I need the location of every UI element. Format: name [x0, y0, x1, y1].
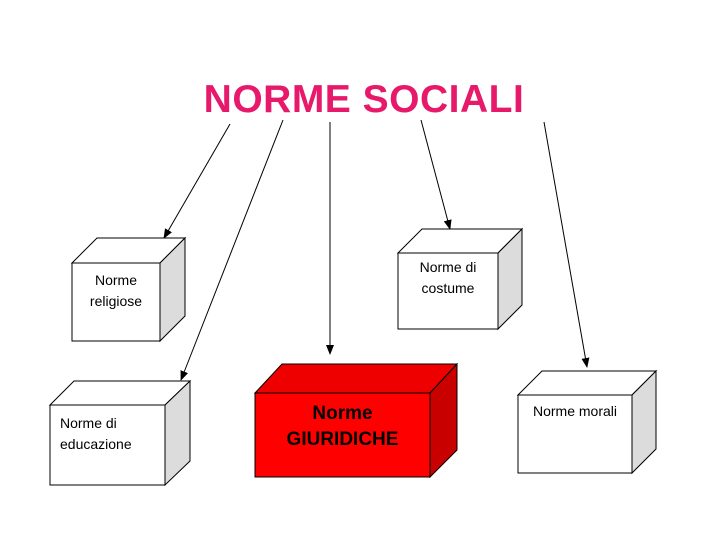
arrow-to-morali [543, 121, 590, 368]
label-religiose-line1: Norme [94, 272, 137, 288]
label-costume-line2: costume [421, 280, 475, 296]
label-religiose: Norme religiose [72, 270, 160, 312]
box-costume [396, 227, 524, 331]
label-giuridiche-line2: GIURIDICHE [286, 429, 399, 450]
box-educazione [48, 379, 192, 487]
label-morali-line1: Norme morali [532, 403, 617, 419]
label-religiose-line2: religiose [89, 293, 143, 309]
box-giuridiche [253, 362, 459, 479]
label-giuridiche-line1: Norme [312, 403, 373, 424]
label-educazione-line1: Norme di [60, 415, 117, 431]
label-morali: Norme morali [518, 401, 632, 422]
arrow-to-costume [420, 119, 452, 230]
arrow-to-religiose [163, 123, 231, 239]
label-costume: Norme di costume [398, 257, 498, 299]
label-costume-line1: Norme di [419, 259, 477, 275]
label-educazione: Norme di educazione [52, 413, 162, 455]
label-giuridiche: Norme GIURIDICHE [255, 401, 430, 453]
box-religiose [70, 236, 187, 343]
box-morali [516, 369, 658, 475]
diagram-title: NORME SOCIALI [203, 78, 525, 121]
arrow-to-educazione [180, 119, 284, 381]
label-educazione-line2: educazione [60, 436, 132, 452]
